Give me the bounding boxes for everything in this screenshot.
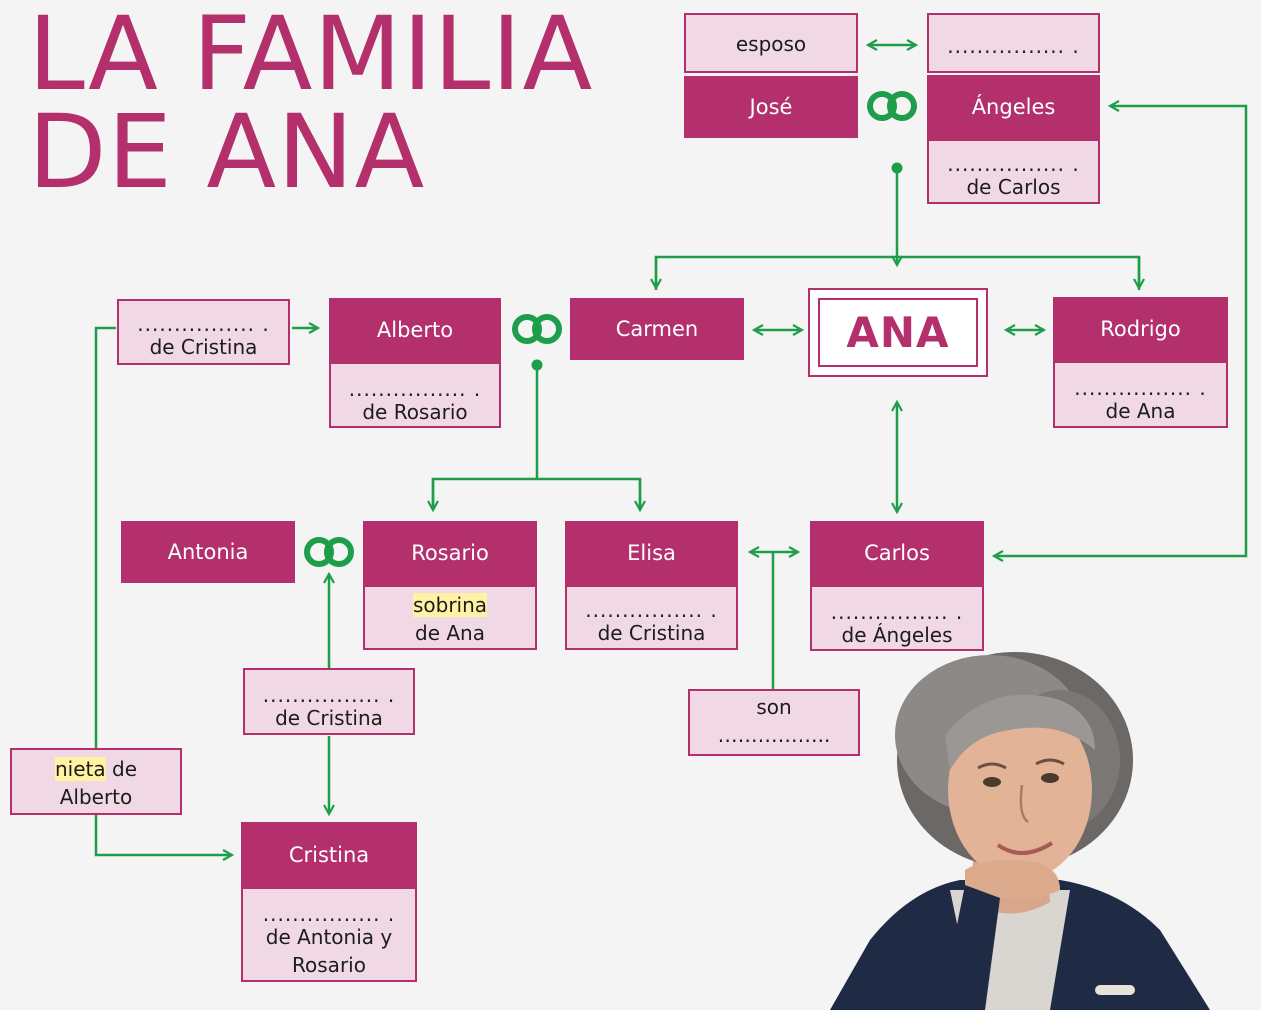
nieta-rest-text: de [105,757,137,781]
title-line-2: DE ANA [28,93,426,212]
title-line-1: LA FAMILIA [28,0,594,114]
blank-dots: …………….. [717,723,831,747]
alberto-left-sub-box: ................ . de Cristina [117,299,290,365]
elisa-sub-box: ................ . de Cristina [565,585,738,650]
blank-dots: ................ . [262,683,396,707]
alberto-sub-text: de Rosario [362,400,468,424]
blank-dots: ................ . [137,312,270,336]
rings-icon [304,537,354,567]
elisa-box: Elisa [565,521,738,585]
ana-box: ANA [808,288,988,377]
blank-dots: ................ . [830,600,964,624]
page-title: LA FAMILIA DE ANA [28,0,594,212]
son-text: son [756,695,792,719]
rodrigo-sub-box: ................ . de Ana [1053,361,1228,428]
blank-dots: ................ . [348,377,482,401]
nieta-box: nieta de Alberto [10,748,182,815]
angeles-sub-text: de Carlos [966,175,1061,199]
carlos-box: Carlos [810,521,984,585]
angeles-top-blank: ................ . [927,13,1100,73]
esposo-label-box: esposo [684,13,858,73]
woman-portrait-image [830,652,1210,1010]
blank-dots: ................ . [1074,376,1207,400]
rosario-sub-highlight: sobrina [412,593,488,617]
alberto-box: Alberto [329,298,501,362]
rosario-sub-box: sobrina de Ana [363,585,537,650]
son-box: son …………….. [688,689,860,756]
esposo-label: esposo [735,32,807,56]
jose-box: José [684,76,858,138]
alberto-left-sub-text: de Cristina [149,335,258,359]
carlos-sub-text: de Ángeles [841,623,953,647]
blank-dots: ................ . [262,902,396,926]
blank-dots: ................ . [947,34,1080,58]
cristina-sub-text: de Antonia y Rosario [265,925,393,977]
rodrigo-box: Rodrigo [1053,297,1228,361]
blank-dots: ................ . [585,598,718,622]
ana-label: ANA [818,298,978,367]
antonia-box: Antonia [121,521,295,583]
rosario-box: Rosario [363,521,537,585]
rings-icon [867,91,917,121]
nieta-line2-text: Alberto [59,785,133,809]
mid-sub-text: de Cristina [275,706,383,730]
elisa-sub-text: de Cristina [597,621,706,645]
rodrigo-sub-text: de Ana [1105,399,1176,423]
alberto-sub-box: ................ . de Rosario [329,362,501,428]
nieta-highlight: nieta [55,757,106,781]
carmen-box: Carmen [570,298,744,360]
rosario-sub-text: de Ana [415,621,485,645]
cristina-sub-box: ................ . de Antonia y Rosario [241,887,417,982]
blank-dots: ................ . [947,152,1080,176]
rings-icon [512,314,562,344]
angeles-sub-box: ................ . de Carlos [927,139,1100,204]
angeles-box: Ángeles [927,75,1100,139]
cristina-box: Cristina [241,822,417,887]
carlos-sub-box: ................ . de Ángeles [810,585,984,651]
antonia-rosario-sub-box: ................ . de Cristina [243,668,415,735]
